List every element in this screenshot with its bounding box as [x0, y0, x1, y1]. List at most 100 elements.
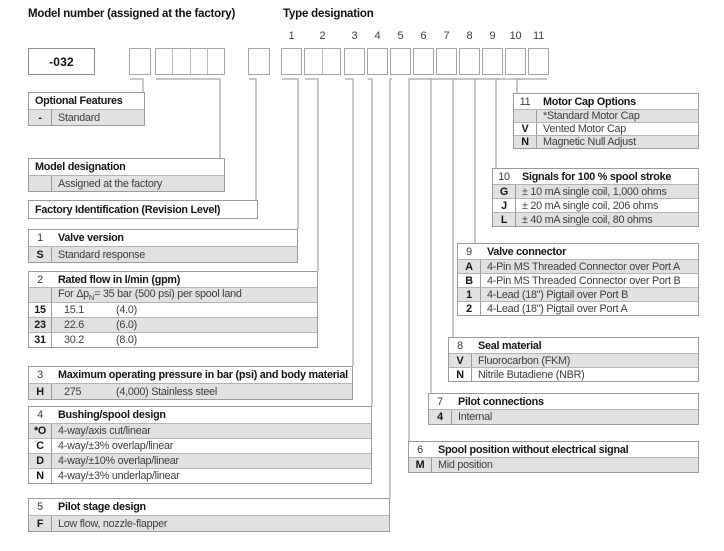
code-box	[505, 48, 526, 75]
section-title: Pilot connections	[458, 395, 544, 408]
type-position-number: 6	[420, 30, 427, 42]
row-description: ± 20 mA single coil, 206 ohms	[522, 199, 659, 212]
connector-line	[305, 78, 319, 271]
row-description: ± 40 mA single coil, 80 ohms	[522, 213, 653, 226]
table-row: N Magnetic Null Adjust	[514, 135, 698, 148]
type-position-number: 8	[466, 30, 473, 42]
code-box-cell	[305, 49, 322, 74]
code-box	[482, 48, 503, 75]
row-description: Nitrile Butadiene (NBR)	[478, 368, 585, 381]
row-description: (6.0)	[116, 319, 137, 331]
table-row: G± 10 mA single coil, 1,000 ohms	[493, 184, 698, 198]
table-row: 31 30.2 (8.0)	[29, 332, 317, 347]
code-box-cell	[172, 49, 189, 74]
code-box	[459, 48, 480, 75]
section-number: 3	[37, 369, 43, 381]
section-factory_id: Factory Identification (Revision Level)	[28, 200, 258, 219]
section-number: 11	[519, 95, 531, 108]
section-title: Spool position without electrical signal	[438, 443, 629, 456]
model-number-box: -032	[28, 48, 95, 75]
type-position-number: 5	[397, 30, 404, 42]
row-key	[29, 176, 52, 191]
code-box	[528, 48, 549, 75]
section-number: 6	[417, 443, 423, 456]
code-box	[367, 48, 388, 75]
section-title: Valve connector	[487, 245, 567, 258]
section-number: 2	[37, 273, 43, 286]
section-title: Maximum operating pressure in bar (psi) …	[58, 369, 348, 381]
section-title: Motor Cap Options	[543, 95, 636, 108]
row-description: (4.0)	[116, 304, 137, 316]
type-position-number: 10	[509, 30, 522, 42]
section-title: Pilot stage design	[58, 501, 146, 513]
section-header: 8 Seal material	[449, 338, 698, 353]
row-key: V	[514, 123, 537, 135]
section-title: Optional Features	[35, 95, 123, 107]
row-description: 4-Pin MS Threaded Connector over Port B	[487, 274, 681, 287]
row-description: 4-Lead (18") Pigtail over Port B	[487, 288, 629, 301]
row-value: 275	[64, 385, 82, 398]
type-position-number: 11	[532, 30, 545, 42]
code-box	[436, 48, 457, 75]
section-title: Model designation	[35, 161, 126, 173]
section-title: Seal material	[478, 339, 542, 352]
section-number: 1	[37, 232, 43, 244]
code-box	[129, 48, 151, 75]
row-key: C	[29, 439, 52, 453]
section-header: 7 Pilot connections	[429, 394, 698, 409]
section-number: 7	[437, 395, 443, 408]
row-description: 4-way/±3% underlap/linear	[58, 470, 180, 482]
row-key: 15	[29, 303, 52, 317]
row-value: 30.2	[64, 334, 85, 346]
code-box	[248, 48, 270, 75]
row-description: Magnetic Null Adjust	[543, 136, 636, 148]
type-position-number: 7	[443, 30, 450, 42]
section-header: Optional Features	[29, 93, 144, 109]
row-key: N	[514, 136, 537, 148]
table-row: L ± 40 mA single coil, 80 ohms	[493, 212, 698, 226]
row-key	[29, 288, 52, 302]
section-number: 8	[457, 339, 463, 352]
code-box	[155, 48, 225, 75]
section-header: 1 Valve version	[29, 230, 297, 246]
section-title: Signals for 100 % spool stroke	[522, 170, 672, 183]
row-key: L	[493, 213, 516, 226]
row-key	[514, 110, 537, 122]
type-position-number: 1	[288, 30, 295, 42]
code-box	[281, 48, 302, 75]
connector-line	[249, 78, 257, 200]
row-description: 4-way/axis cut/linear	[58, 425, 151, 437]
row-key: G	[493, 185, 516, 198]
row-description: (8.0)	[116, 334, 137, 346]
row-key: 31	[29, 333, 52, 347]
row-description: Fluorocarbon (FKM)	[478, 354, 571, 367]
table-row: J± 20 mA single coil, 206 ohms	[493, 198, 698, 212]
code-box	[304, 48, 341, 75]
connector-line	[368, 78, 373, 406]
table-row: -Standard	[29, 109, 144, 125]
row-description: Standard	[58, 111, 100, 124]
connector-line	[389, 78, 392, 498]
section-s3: 3 Maximum operating pressure in bar (psi)…	[28, 366, 353, 400]
type-position-number: 4	[374, 30, 381, 42]
section-title: Valve version	[58, 232, 124, 244]
section-header: 6 Spool position without electrical signa…	[409, 442, 698, 457]
